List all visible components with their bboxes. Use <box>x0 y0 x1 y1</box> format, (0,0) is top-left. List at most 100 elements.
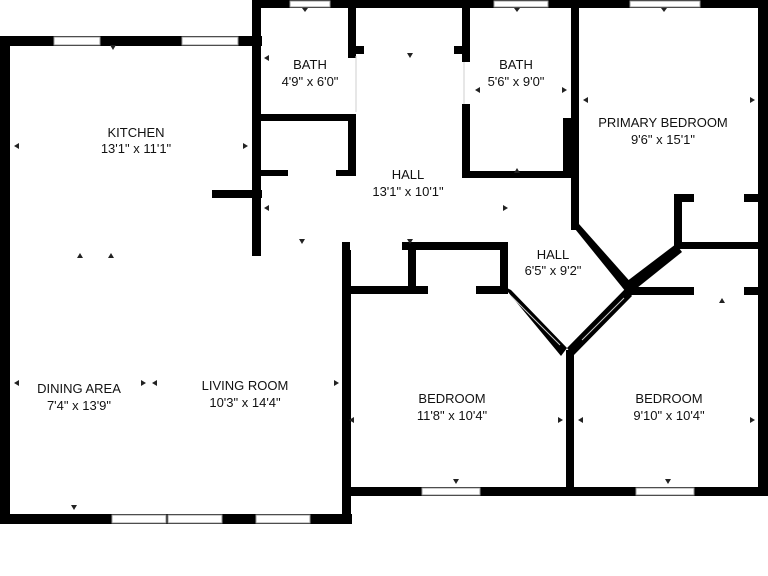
room-living-room: LIVING ROOM 10'3" x 14'4" <box>202 378 289 410</box>
tick-bedroom2-right <box>750 417 755 423</box>
room-name: PRIMARY BEDROOM <box>598 115 728 130</box>
wall-primary-west <box>571 0 579 230</box>
room-hall-1: HALL 13'1" x 10'1" <box>372 167 444 199</box>
tick-primary-left <box>583 97 588 103</box>
room-dimensions: 10'3" x 14'4" <box>209 395 281 410</box>
opening-bath2 <box>462 62 470 104</box>
tick-living-right <box>334 380 339 386</box>
room-name: BATH <box>293 57 327 72</box>
room-labels: KITCHEN 13'1" x 11'1" BATH 4'9" x 6'0" B… <box>37 57 728 423</box>
tick-kitchen-top <box>110 45 116 50</box>
room-name: BATH <box>499 57 533 72</box>
door-swing-bedroom2 <box>581 297 625 341</box>
opening-bath1 <box>348 58 356 104</box>
window-living-1 <box>111 514 167 524</box>
window-bath-2 <box>493 0 549 8</box>
wall-bedroom-divider <box>566 350 574 490</box>
room-name: BEDROOM <box>635 391 702 406</box>
wall-south-right <box>342 487 768 496</box>
wall-closet-divider <box>408 242 416 292</box>
wall-hall-angle-sw <box>503 286 567 356</box>
door-openings <box>288 46 744 346</box>
wall-bath2-west-bottom <box>462 104 470 178</box>
tick-kitchen-bottom-1 <box>77 253 83 258</box>
room-bedroom-2: BEDROOM 9'10" x 10'4" <box>633 391 705 423</box>
tick-kitchen-left <box>14 143 19 149</box>
tick-hall-top <box>407 53 413 58</box>
opening-hall-closet <box>350 242 402 250</box>
door-swing-bedroom1 <box>510 295 561 346</box>
walls <box>0 0 768 524</box>
dimension-ticks <box>14 8 755 510</box>
room-bedroom-1: BEDROOM 11'8" x 10'4" <box>417 391 488 423</box>
wall-kitchen-top <box>0 36 262 46</box>
wall-bath1-east <box>348 0 356 58</box>
room-name: HALL <box>392 167 425 182</box>
room-hall-2: HALL 6'5" x 9'2" <box>525 247 582 278</box>
wall-hall-closet2-top <box>408 242 508 250</box>
opening-primary-closet <box>694 194 744 202</box>
tick-bath1-top <box>302 8 308 12</box>
room-dimensions: 13'1" x 10'1" <box>372 184 444 199</box>
tick-bedroom1-bottom <box>453 479 459 484</box>
room-dimensions: 9'6" x 15'1" <box>631 132 695 147</box>
room-bath-1: BATH 4'9" x 6'0" <box>282 57 339 89</box>
wall-bath1-corner <box>348 46 364 54</box>
window-bedroom-1 <box>421 487 481 496</box>
room-kitchen: KITCHEN 13'1" x 11'1" <box>101 125 172 156</box>
window-primary <box>629 0 701 8</box>
tick-primary-top <box>661 8 667 12</box>
window-kitchen-2 <box>181 36 239 46</box>
tick-hall-right <box>503 205 508 211</box>
opening-closet <box>288 170 336 176</box>
tick-bedroom1-left <box>349 417 354 423</box>
wall-closet-bottom-2 <box>674 242 768 249</box>
wall-bath1-bottom <box>261 114 356 121</box>
opening-linen <box>366 46 452 54</box>
window-living-3 <box>255 514 311 524</box>
wall-west <box>0 36 10 524</box>
wall-bedroom1-top <box>342 286 508 294</box>
tick-hall-left <box>264 205 269 211</box>
wall-bath2-west-top <box>462 0 470 62</box>
room-primary-bedroom: PRIMARY BEDROOM 9'6" x 15'1" <box>598 115 728 147</box>
window-bath-1 <box>289 0 331 8</box>
tick-kitchen-right <box>243 143 248 149</box>
tick-primary-right <box>750 97 755 103</box>
tick-living-top <box>299 239 305 244</box>
room-bath-2: BATH 5'6" x 9'0" <box>488 57 545 89</box>
wall-hall-angle-ne <box>571 224 634 292</box>
wall-closet-east <box>348 114 356 176</box>
opening-bedroom1-closet <box>428 286 476 294</box>
room-name: DINING AREA <box>37 381 121 396</box>
windows <box>53 0 701 524</box>
room-name: HALL <box>537 247 570 262</box>
window-living-2 <box>167 514 223 524</box>
opening-bedroom2-closet <box>694 287 744 295</box>
wall-closet-west <box>674 194 682 248</box>
wall-primary-closet <box>563 118 577 176</box>
tick-hall-bottom <box>407 239 413 244</box>
room-name: BEDROOM <box>418 391 485 406</box>
wall-kitchen-hall <box>252 0 261 256</box>
tick-dining-right <box>141 380 146 386</box>
tick-bath2-right <box>562 87 567 93</box>
room-dimensions: 11'8" x 10'4" <box>417 408 488 423</box>
room-dimensions: 4'9" x 6'0" <box>282 74 339 89</box>
window-kitchen-1 <box>53 36 101 46</box>
room-dimensions: 7'4" x 13'9" <box>47 398 111 413</box>
wall-living-east <box>342 244 351 524</box>
tick-bath2-bottom <box>514 168 520 173</box>
wall-closet2-east <box>500 242 508 292</box>
wall-kitchen-stub <box>212 190 262 198</box>
wall-hall-angle-closet <box>626 244 682 292</box>
tick-bedroom1-right <box>558 417 563 423</box>
tick-dining-left <box>14 380 19 386</box>
room-dimensions: 9'10" x 10'4" <box>633 408 705 423</box>
tick-living-left <box>152 380 157 386</box>
wall-bath2-bottom <box>462 171 576 178</box>
room-dimensions: 5'6" x 9'0" <box>488 74 545 89</box>
room-name: LIVING ROOM <box>202 378 289 393</box>
room-name: KITCHEN <box>107 125 164 140</box>
